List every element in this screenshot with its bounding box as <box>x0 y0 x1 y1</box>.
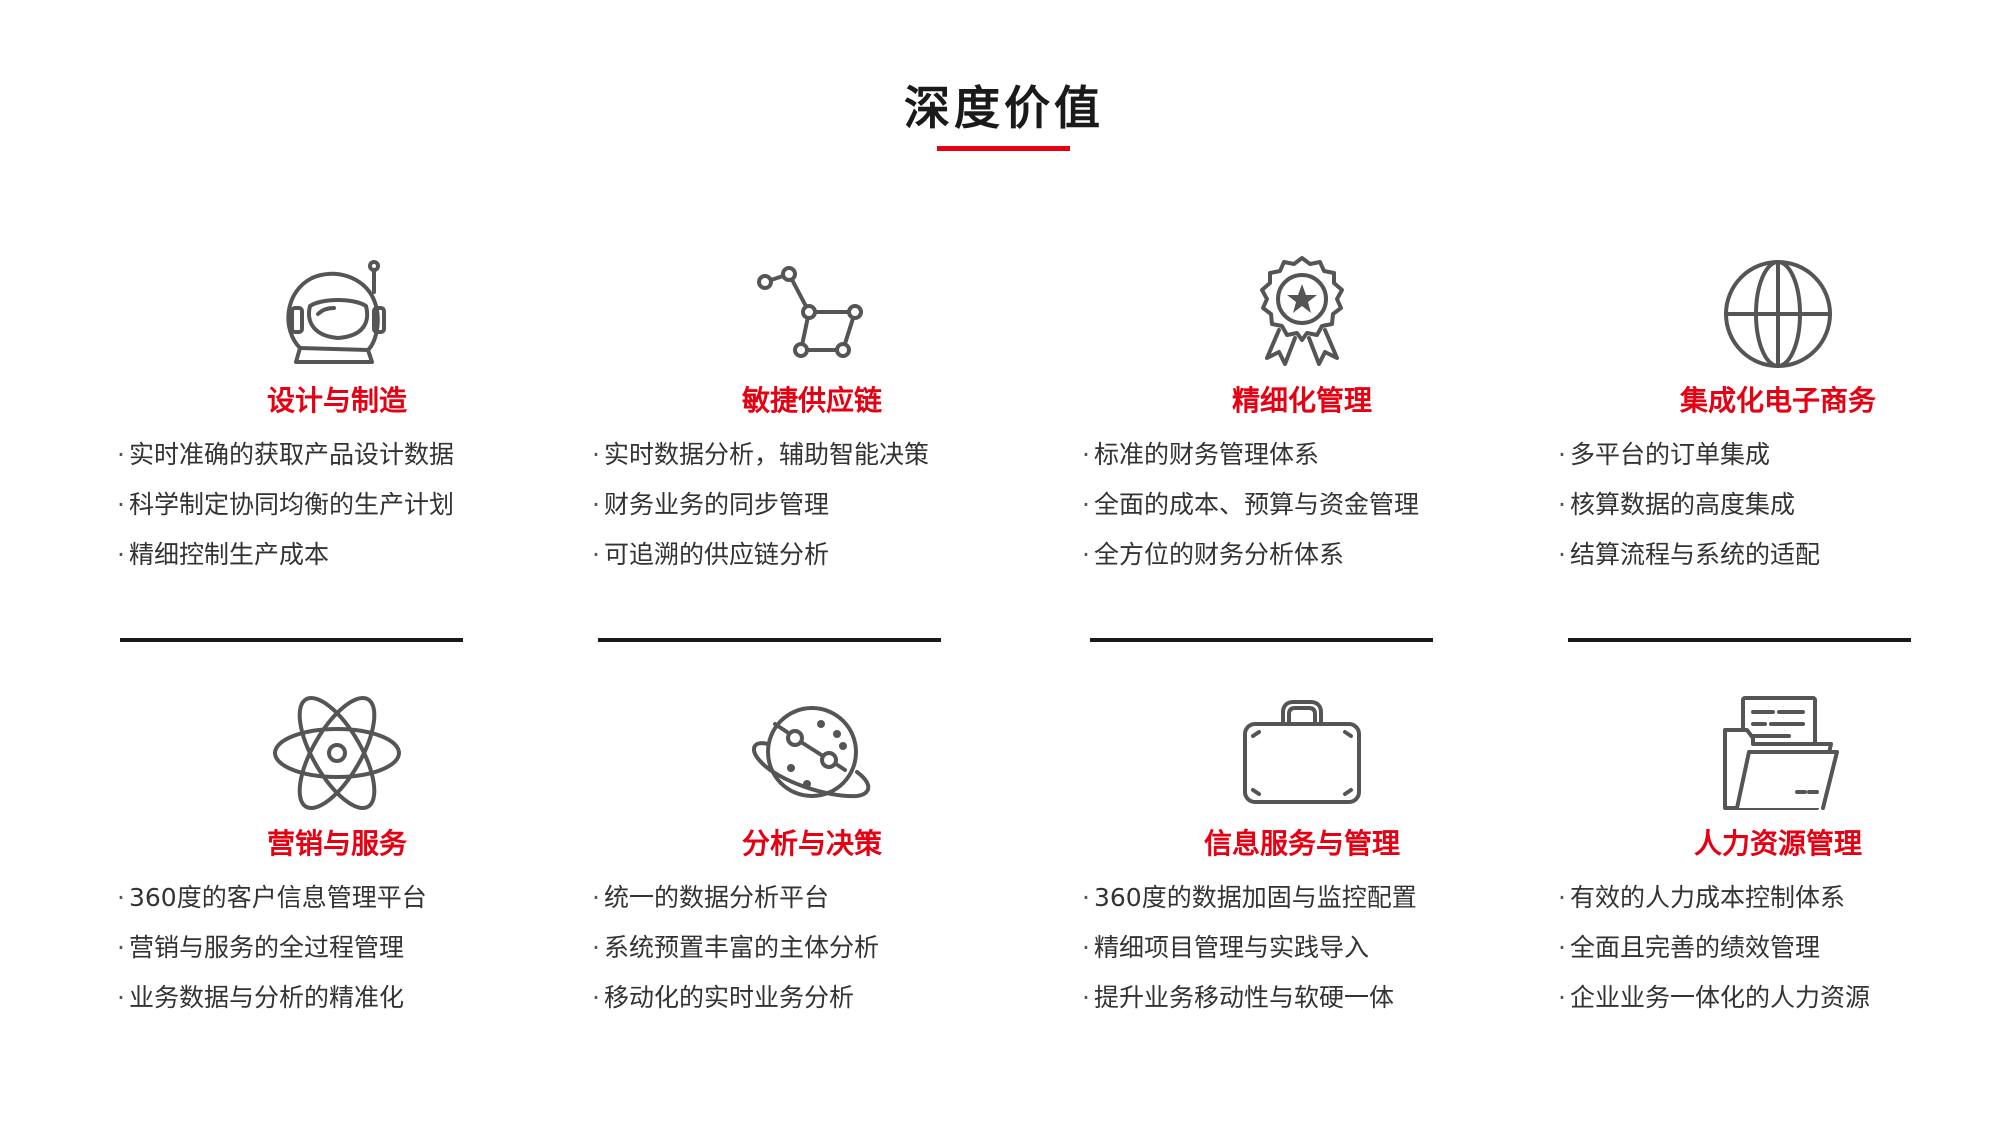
list-item: ·科学制定协同均衡的生产计划 <box>117 490 455 519</box>
folder-document-icon <box>1713 688 1843 818</box>
list-item: ·系统预置丰富的主体分析 <box>592 933 880 962</box>
card-title: 分析与决策 <box>741 827 882 860</box>
list-item: ·实时准确的获取产品设计数据 <box>117 440 455 469</box>
constellation-icon <box>747 250 877 380</box>
list-item: ·统一的数据分析平台 <box>592 883 830 912</box>
page-title: 深度价值 <box>904 81 1104 135</box>
card-title: 敏捷供应链 <box>741 384 882 417</box>
card-title: 人力资源管理 <box>1693 827 1862 860</box>
list-item: ·核算数据的高度集成 <box>1558 490 1796 519</box>
section-divider <box>120 638 463 642</box>
list-item: ·移动化的实时业务分析 <box>592 983 855 1012</box>
card-item-list: ·有效的人力成本控制体系 ·全面且完善的绩效管理 ·企业业务一体化的人力资源 <box>1558 873 1870 1023</box>
list-item: ·精细项目管理与实践导入 <box>1082 933 1370 962</box>
card-item-list: ·360度的数据加固与监控配置 ·精细项目管理与实践导入 ·提升业务移动性与软硬… <box>1082 873 1417 1023</box>
award-badge-icon <box>1237 250 1367 380</box>
list-item: ·360度的客户信息管理平台 <box>117 883 427 912</box>
card-item-list: ·统一的数据分析平台 ·系统预置丰富的主体分析 ·移动化的实时业务分析 <box>592 873 879 1023</box>
section-divider <box>1090 638 1433 642</box>
card-title: 信息服务与管理 <box>1203 827 1400 860</box>
card-item-list: ·360度的客户信息管理平台 ·营销与服务的全过程管理 ·业务数据与分析的精准化 <box>117 873 427 1023</box>
card-title: 设计与制造 <box>266 384 407 417</box>
list-item: ·结算流程与系统的适配 <box>1558 540 1821 569</box>
title-underline <box>937 146 1070 151</box>
list-item: ·财务业务的同步管理 <box>592 490 830 519</box>
card-title: 营销与服务 <box>266 827 407 860</box>
list-item: ·全面的成本、预算与资金管理 <box>1082 490 1420 519</box>
briefcase-icon <box>1237 688 1367 818</box>
card-title: 集成化电子商务 <box>1679 384 1876 417</box>
list-item: ·360度的数据加固与监控配置 <box>1082 883 1417 912</box>
section-divider <box>1568 638 1911 642</box>
list-item: ·实时数据分析，辅助智能决策 <box>592 440 930 469</box>
planet-icon <box>747 688 877 818</box>
section-divider <box>598 638 941 642</box>
list-item: ·全方位的财务分析体系 <box>1082 540 1345 569</box>
list-item: ·多平台的订单集成 <box>1558 440 1771 469</box>
card-item-list: ·多平台的订单集成 ·核算数据的高度集成 ·结算流程与系统的适配 <box>1558 430 1820 580</box>
list-item: ·有效的人力成本控制体系 <box>1558 883 1846 912</box>
card-title: 精细化管理 <box>1231 384 1372 417</box>
card-item-list: ·实时数据分析，辅助智能决策 ·财务业务的同步管理 ·可追溯的供应链分析 <box>592 430 929 580</box>
list-item: ·业务数据与分析的精准化 <box>117 983 405 1012</box>
list-item: ·企业业务一体化的人力资源 <box>1558 983 1871 1012</box>
list-item: ·全面且完善的绩效管理 <box>1558 933 1821 962</box>
list-item: ·标准的财务管理体系 <box>1082 440 1320 469</box>
list-item: ·精细控制生产成本 <box>117 540 330 569</box>
list-item: ·可追溯的供应链分析 <box>592 540 830 569</box>
globe-icon <box>1713 250 1843 380</box>
list-item: ·营销与服务的全过程管理 <box>117 933 405 962</box>
card-item-list: ·实时准确的获取产品设计数据 ·科学制定协同均衡的生产计划 ·精细控制生产成本 <box>117 430 454 580</box>
list-item: ·提升业务移动性与软硬一体 <box>1082 983 1395 1012</box>
astronaut-helmet-icon <box>272 250 402 380</box>
atom-icon <box>272 688 402 818</box>
card-item-list: ·标准的财务管理体系 ·全面的成本、预算与资金管理 ·全方位的财务分析体系 <box>1082 430 1419 580</box>
